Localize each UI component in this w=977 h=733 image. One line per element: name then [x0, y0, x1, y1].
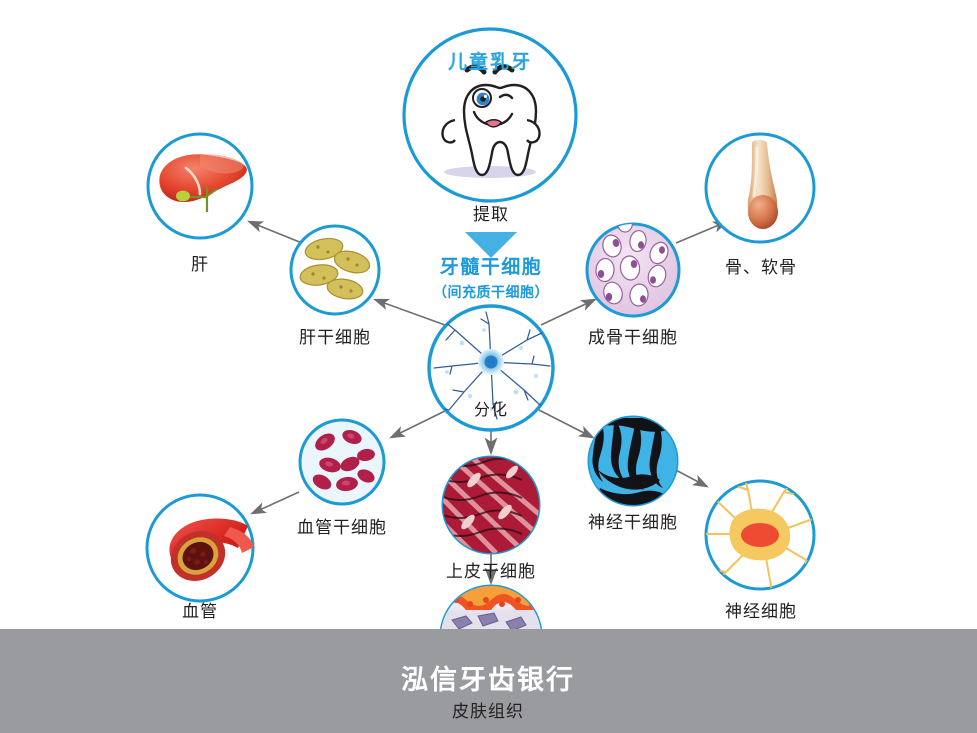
- osteoblast-cells-icon: [595, 224, 669, 307]
- label-epithelial-stem-cells: 上皮干细胞: [446, 562, 536, 582]
- node-epithelial-stem-cells[interactable]: [438, 455, 546, 556]
- arrow-center-to-liver-stem: [372, 298, 446, 326]
- extract-label: 提取: [473, 205, 509, 225]
- arrow-liver-stem-to-liver: [247, 220, 303, 244]
- arrow-center-to-neural-stem: [538, 409, 595, 439]
- center-title: 牙髓干细胞 （间充质干细胞）: [433, 252, 549, 302]
- footer-band: [0, 629, 977, 733]
- label-neural-stem-cells: 神经干细胞: [588, 513, 678, 533]
- tooth-circle-title: 儿童乳牙: [447, 51, 533, 73]
- blood-vessel-cross-section-icon: [169, 518, 253, 581]
- hepatocyte-cluster-icon: [299, 237, 371, 300]
- center-title-main: 牙髓干细胞: [439, 256, 543, 278]
- label-vascular-stem-cells: 血管干细胞: [297, 518, 387, 538]
- arrow-neural-stem-to-neuron: [671, 467, 709, 488]
- neural-stem-cells-icon: [589, 417, 677, 505]
- long-bone-icon: [747, 140, 778, 229]
- node-vascular-stem-cells[interactable]: [298, 418, 386, 506]
- label-liver-stem-cells: 肝干细胞: [299, 328, 371, 348]
- red-blood-cells-icon: [312, 429, 375, 492]
- node-liver[interactable]: [146, 132, 254, 240]
- node-bone-cartilage[interactable]: [704, 132, 816, 244]
- label-liver: 肝: [191, 255, 209, 275]
- node-blood-vessel[interactable]: [145, 493, 255, 603]
- node-child-tooth[interactable]: [402, 27, 578, 203]
- arrow-center-to-osteo-stem: [540, 298, 597, 326]
- liver-organ-icon: [159, 154, 247, 212]
- label-bone-cartilage: 骨、软骨: [725, 258, 797, 278]
- label-osteoblast-stem-cells: 成骨干细胞: [588, 328, 678, 348]
- arrow-vessel-stem-to-vessel: [250, 491, 300, 515]
- arrow-osteo-stem-to-bone: [675, 220, 729, 244]
- watermark-text: 泓信牙齿银行: [401, 665, 575, 696]
- epithelial-muscle-tissue-icon: [443, 457, 539, 553]
- node-nerve-cell[interactable]: [696, 479, 820, 592]
- node-liver-stem-cells[interactable]: [289, 224, 381, 316]
- node-neural-stem-cells[interactable]: [587, 415, 679, 510]
- label-blood-vessel: 血管: [182, 602, 218, 622]
- label-nerve-cell: 神经细胞: [725, 602, 797, 622]
- child-tooth-mascot-icon: [441, 64, 541, 178]
- extract-arrow-triangle: [465, 232, 517, 258]
- label-skin-tissue: 皮肤组织: [452, 702, 524, 722]
- pulp-inner-label: 分化: [473, 400, 509, 419]
- center-title-sub: （间充质干细胞）: [433, 285, 549, 301]
- node-osteoblast-stem-cells[interactable]: [585, 214, 681, 318]
- arrow-center-to-vessel-stem: [389, 409, 448, 439]
